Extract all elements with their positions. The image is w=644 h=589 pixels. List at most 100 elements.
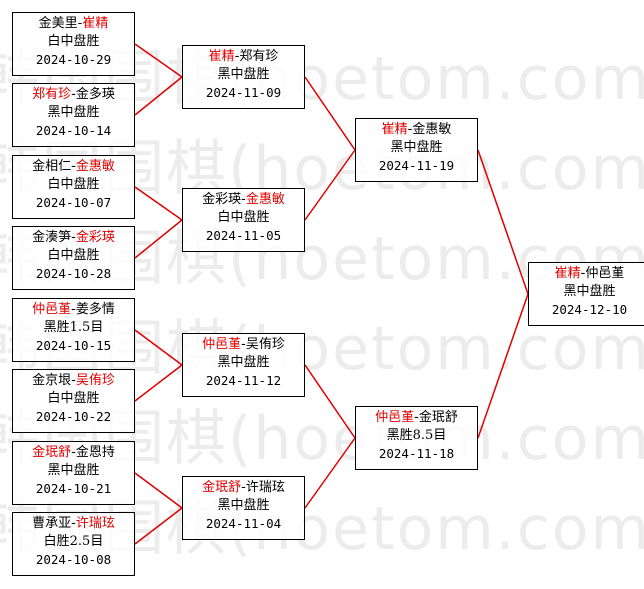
name-separator: - bbox=[77, 16, 83, 31]
match-box: 崔精-金惠敏黑中盘胜 2024-11-19 bbox=[355, 118, 478, 182]
players-line: 曹承亚-许瑞玹 bbox=[13, 515, 134, 533]
game-date: 2024-10-28 bbox=[35, 266, 112, 281]
name-separator: - bbox=[414, 410, 419, 425]
game-date: 2024-10-14 bbox=[35, 123, 112, 138]
name-separator: - bbox=[71, 373, 76, 388]
player-name: 仲邑堇 bbox=[202, 337, 242, 352]
player-name: 金惠敏 bbox=[245, 192, 285, 207]
game-date: 2024-11-19 bbox=[378, 158, 455, 173]
players-line: 金美里-崔精 bbox=[13, 15, 134, 33]
players-line: 金珉舒-许瑞玹 bbox=[183, 479, 304, 497]
player-name: 金美里 bbox=[38, 16, 78, 31]
connector-line bbox=[304, 437, 356, 509]
name-separator: - bbox=[241, 480, 246, 495]
game-date: 2024-10-29 bbox=[35, 52, 112, 67]
players-line: 金京垠-吴侑珍 bbox=[13, 372, 134, 390]
players-line: 崔精-金惠敏 bbox=[356, 121, 477, 139]
game-result: 黑中盘胜 bbox=[390, 140, 443, 155]
game-date: 2024-10-21 bbox=[35, 481, 112, 496]
match-box: 金京垠-吴侑珍白中盘胜 2024-10-22 bbox=[12, 369, 135, 433]
game-result: 白中盘胜 bbox=[47, 391, 100, 406]
name-separator: - bbox=[71, 87, 76, 102]
game-result: 黑胜8.5目 bbox=[386, 428, 447, 443]
players-line: 仲邑堇-吴侑珍 bbox=[183, 336, 304, 354]
players-line: 仲邑堇-姜多情 bbox=[13, 301, 134, 319]
players-line: 崔精-仲邑堇 bbox=[529, 265, 644, 283]
game-result: 白中盘胜 bbox=[47, 34, 100, 49]
player-name: 金彩瑛 bbox=[75, 230, 115, 245]
game-result: 白中盘胜 bbox=[47, 177, 100, 192]
game-date: 2024-10-22 bbox=[35, 409, 112, 424]
name-separator: - bbox=[71, 302, 76, 317]
connector-line bbox=[134, 43, 183, 78]
game-result: 黑中盘胜 bbox=[47, 105, 100, 120]
player-name: 曹承亚 bbox=[32, 516, 72, 531]
connector-line bbox=[134, 364, 183, 402]
players-line: 仲邑堇-金珉舒 bbox=[356, 409, 477, 427]
name-separator: - bbox=[234, 49, 240, 64]
name-separator: - bbox=[241, 192, 246, 207]
player-name: 金珉舒 bbox=[32, 445, 72, 460]
players-line: 金彩瑛-金惠敏 bbox=[183, 191, 304, 209]
players-line: 崔精-郑有珍 bbox=[183, 48, 304, 66]
game-result: 白胜2.5目 bbox=[43, 534, 104, 549]
players-line: 金湊笋-金彩瑛 bbox=[13, 229, 134, 247]
connector-line bbox=[134, 76, 183, 116]
connector-line bbox=[134, 507, 183, 545]
game-date: 2024-10-07 bbox=[35, 195, 112, 210]
match-box: 崔精-仲邑堇黑中盘胜 2024-12-10 bbox=[528, 262, 644, 326]
connector-line bbox=[477, 293, 529, 439]
connector-line bbox=[304, 149, 356, 221]
game-date: 2024-11-05 bbox=[205, 228, 282, 243]
game-result: 黑中盘胜 bbox=[217, 67, 270, 82]
game-result: 黑中盘胜 bbox=[563, 284, 616, 299]
game-result: 黑中盘胜 bbox=[217, 355, 270, 370]
game-date: 2024-11-09 bbox=[205, 85, 282, 100]
match-box: 金美里-崔精白中盘胜 2024-10-29 bbox=[12, 12, 135, 76]
connector-line bbox=[304, 364, 356, 439]
game-date: 2024-11-12 bbox=[205, 373, 282, 388]
match-box: 金珉舒-金恩持黑中盘胜 2024-10-21 bbox=[12, 441, 135, 505]
game-date: 2024-11-18 bbox=[378, 446, 455, 461]
match-box: 仲邑堇-姜多情黑胜1.5目 2024-10-15 bbox=[12, 298, 135, 362]
player-name: 郑有珍 bbox=[32, 87, 72, 102]
players-line: 金相仁-金惠敏 bbox=[13, 158, 134, 176]
players-line: 金珉舒-金恩持 bbox=[13, 444, 134, 462]
player-name: 金湊笋 bbox=[32, 230, 72, 245]
name-separator: - bbox=[71, 230, 76, 245]
connector-line bbox=[134, 472, 183, 509]
name-separator: - bbox=[580, 266, 586, 281]
game-date: 2024-12-10 bbox=[551, 302, 628, 317]
game-date: 2024-10-15 bbox=[35, 338, 112, 353]
name-separator: - bbox=[71, 159, 76, 174]
name-separator: - bbox=[407, 122, 413, 137]
game-result: 黑中盘胜 bbox=[217, 498, 270, 513]
player-name: 金惠敏 bbox=[412, 122, 452, 137]
player-name: 金珉舒 bbox=[202, 480, 242, 495]
player-name: 吴侑珍 bbox=[245, 337, 285, 352]
player-name: 金相仁 bbox=[32, 159, 72, 174]
name-separator: - bbox=[71, 516, 76, 531]
player-name: 崔精 bbox=[208, 49, 235, 64]
player-name: 金惠敏 bbox=[75, 159, 115, 174]
player-name: 吴侑珍 bbox=[75, 373, 115, 388]
player-name: 崔精 bbox=[554, 266, 581, 281]
game-date: 2024-11-04 bbox=[205, 516, 282, 531]
game-result: 黑胜1.5目 bbox=[43, 320, 104, 335]
connector-line bbox=[304, 76, 356, 151]
player-name: 郑有珍 bbox=[239, 49, 279, 64]
player-name: 许瑞玹 bbox=[245, 480, 285, 495]
game-result: 黑中盘胜 bbox=[47, 463, 100, 478]
game-date: 2024-10-08 bbox=[35, 552, 112, 567]
name-separator: - bbox=[241, 337, 246, 352]
connector-line bbox=[477, 149, 529, 295]
player-name: 仲邑堇 bbox=[375, 410, 415, 425]
connector-line bbox=[134, 219, 183, 259]
player-name: 金恩持 bbox=[75, 445, 115, 460]
